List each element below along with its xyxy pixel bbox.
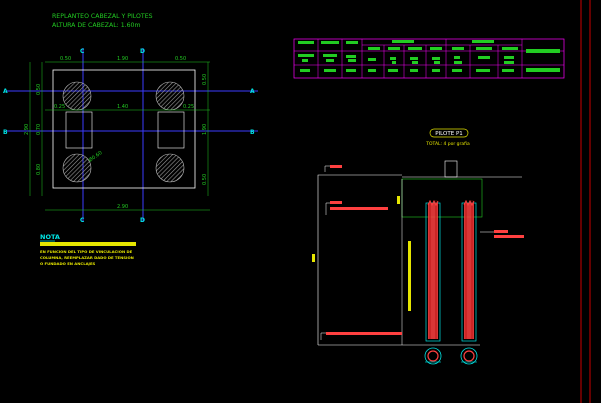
dim-top-mid: 1.90	[117, 56, 128, 62]
dim-left-top: 0.50	[36, 84, 42, 95]
pile-left-section	[425, 200, 441, 342]
pile-top-right	[155, 81, 185, 111]
axis-label-c-bottom: C	[80, 217, 85, 224]
pile-bottom-left	[62, 153, 92, 183]
nota-line-2: COLUMNA, REEMPLAZAR DADO DE TENSION	[40, 255, 134, 260]
axis-label-d-top: D	[140, 48, 145, 55]
pile-right-section	[461, 200, 477, 342]
column-left-outline	[65, 111, 93, 149]
dim-inner-left: 0.25	[54, 104, 65, 110]
axis-label-d-bottom: D	[140, 217, 145, 224]
dim-left-mid: 0.70	[36, 124, 42, 135]
pile-title-frame	[429, 128, 469, 138]
pile-bottom-right	[155, 153, 185, 183]
rebar-schedule-table	[293, 38, 565, 79]
dim-right-top: 0.50	[202, 74, 208, 85]
plan-subtitle: ALTURA DE CABEZAL: 1.60m	[52, 22, 141, 29]
axis-label-a-left: A	[3, 88, 8, 95]
nota-block: NOTA EN FUNCION DEL TIPO DE VINCULACION …	[40, 233, 136, 266]
plan-title: REPLANTEO CABEZAL Y PILOTES	[52, 13, 153, 20]
nota-line-3: O FUNDADO EN ANCLAJES	[40, 261, 96, 266]
pile-diameter-label: Ø0.60	[87, 149, 103, 163]
axis-label-a-right: A	[250, 88, 255, 95]
dim-left-overall: 2.90	[24, 124, 30, 135]
dim-top-left: 0.50	[60, 56, 71, 62]
dim-right-bottom: 0.50	[202, 174, 208, 185]
dim-left-bottom: 0.80	[36, 164, 42, 175]
pile-detail: PILOTE P1 TOTAL: 4 por grafia	[312, 128, 524, 365]
axis-label-b-left: B	[3, 129, 8, 136]
column-right-outline	[157, 111, 185, 149]
nota-line-1: EN FUNCION DEL TIPO DE VINCULACION DE	[40, 249, 133, 254]
pile-title: PILOTE P1	[435, 131, 463, 137]
pile-cap-outline	[52, 69, 196, 189]
axis-label-b-right: B	[250, 129, 255, 136]
pile-top-left	[62, 81, 92, 111]
pile-right-cross-section	[460, 347, 478, 365]
pile-left-cross-section	[424, 347, 442, 365]
dim-inner-right: 0.25	[183, 104, 194, 110]
plan-view: REPLANTEO CABEZAL Y PILOTES ALTURA DE CA…	[3, 13, 258, 224]
dim-right-mid: 1.90	[202, 124, 208, 135]
pile-subtitle: TOTAL: 4 por grafia	[425, 141, 470, 147]
dim-bottom: 2.90	[117, 204, 128, 210]
dim-top-right: 0.50	[175, 56, 186, 62]
axis-label-c-top: C	[80, 48, 85, 55]
nota-underline	[40, 242, 136, 246]
nota-title: NOTA	[40, 233, 60, 241]
dim-inner-mid: 1.40	[117, 104, 128, 110]
